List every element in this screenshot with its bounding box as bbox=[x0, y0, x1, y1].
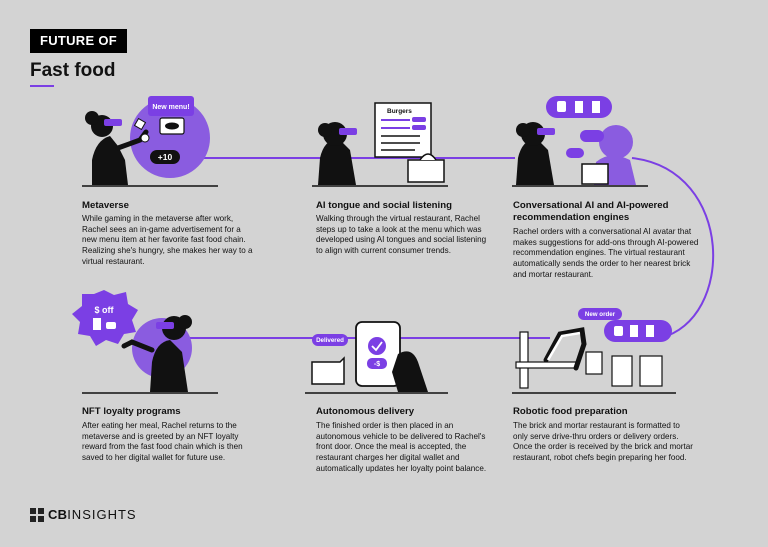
step-nft-text: After eating her meal, Rachel returns to… bbox=[82, 421, 243, 463]
charge-label: -$ bbox=[374, 361, 380, 368]
step-nft-title: NFT loyalty programs bbox=[82, 406, 181, 417]
nft-reward-badge bbox=[72, 290, 138, 346]
title-underline bbox=[30, 85, 54, 87]
step-robotic-text: The brick and mortar restaurant is forma… bbox=[513, 421, 693, 463]
new-order-tag bbox=[578, 308, 622, 320]
step-metaverse-title: Metaverse bbox=[82, 200, 129, 211]
brand-bold: CB bbox=[48, 507, 68, 522]
brand-light: INSIGHTS bbox=[67, 507, 137, 522]
robot-base bbox=[519, 331, 529, 389]
vr-headset-icon bbox=[156, 322, 174, 329]
charge-pill bbox=[367, 358, 387, 369]
step-conversational-ai-text: Rachel orders with a conversational AI a… bbox=[513, 227, 699, 279]
vr-headset-icon bbox=[339, 128, 357, 135]
robot-arm bbox=[543, 327, 587, 371]
step-metaverse-text: While gaming in the metaverse after work… bbox=[82, 214, 253, 266]
counter bbox=[407, 159, 445, 183]
delivered-tag bbox=[312, 334, 348, 346]
nft-loyalty-illustration: $ off bbox=[72, 290, 218, 394]
metaverse-illustration: New menu! +10 bbox=[82, 96, 218, 187]
person-body bbox=[516, 138, 554, 185]
step-robotic-title: Robotic food preparation bbox=[513, 406, 628, 417]
new-order-label: New order bbox=[585, 311, 616, 318]
bag-2 bbox=[639, 355, 663, 387]
discount-label: $ off bbox=[95, 305, 115, 315]
points-pill bbox=[150, 150, 180, 164]
food-bag-icon bbox=[311, 356, 345, 385]
delivered-label: Delivered bbox=[316, 337, 344, 344]
vr-headset-icon bbox=[537, 128, 555, 135]
step-delivery-title: Autonomous delivery bbox=[316, 406, 415, 417]
conversational-ai-illustration bbox=[512, 96, 648, 187]
points-label: +10 bbox=[158, 152, 173, 162]
hand bbox=[392, 351, 428, 392]
person-body bbox=[318, 138, 356, 185]
page-title: Fast food bbox=[30, 60, 116, 81]
new-menu-banner bbox=[148, 96, 194, 116]
kiosk bbox=[581, 163, 609, 185]
category-badge: FUTURE OF bbox=[30, 29, 127, 53]
bag-1 bbox=[611, 355, 633, 387]
delivery-illustration: Delivered -$ bbox=[305, 321, 448, 394]
menu-heading: Burgers bbox=[387, 108, 412, 115]
person-body bbox=[150, 340, 188, 392]
chat-bubble bbox=[580, 130, 604, 142]
new-menu-label: New menu! bbox=[152, 104, 189, 111]
menu-board-illustration: Burgers bbox=[312, 102, 448, 187]
timeline-connector bbox=[200, 157, 715, 339]
step-delivery-text: The finished order is then placed in an … bbox=[316, 421, 487, 473]
step-conversational-ai-title: Conversational AI and AI-powered recomme… bbox=[513, 200, 669, 223]
robotic-prep-illustration: New order bbox=[512, 308, 676, 394]
vr-headset-icon bbox=[104, 119, 122, 126]
step-ai-tongue-title: AI tongue and social listening bbox=[316, 200, 452, 211]
ai-avatar bbox=[599, 125, 633, 159]
brand-logo: CB INSIGHTS bbox=[30, 507, 137, 522]
step-ai-tongue-text: Walking through the virtual restaurant, … bbox=[316, 214, 487, 256]
cb-logo-icon bbox=[30, 507, 44, 522]
person-body bbox=[92, 136, 128, 185]
